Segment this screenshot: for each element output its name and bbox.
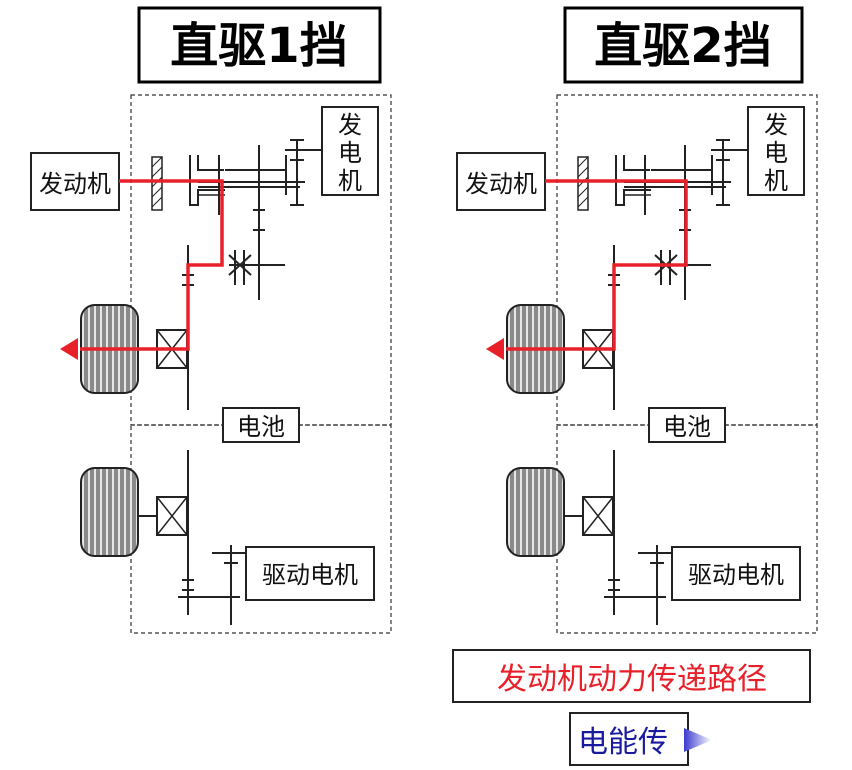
upper-housing (130, 94, 392, 426)
rear-tire (80, 467, 139, 557)
battery-label: 电池 (663, 413, 711, 441)
clutch (189, 155, 225, 206)
engine-power-path (80, 179, 224, 351)
generator-label-2: 电 (764, 139, 788, 167)
panel-title-box (563, 6, 804, 84)
generator-box (747, 106, 805, 196)
battery-label: 电池 (237, 413, 285, 441)
engine-box (456, 152, 546, 211)
generator-label-2: 电 (338, 139, 362, 167)
legend-electric-path: 电能传 (578, 725, 668, 760)
output-arrow (60, 338, 78, 360)
engine-box (30, 152, 120, 211)
generator-label-1: 发 (338, 111, 362, 139)
legend-engine-path-box (452, 649, 811, 703)
engine-label: 发动机 (465, 170, 537, 198)
rear-gear-shafts (604, 450, 672, 625)
damper (151, 156, 163, 211)
drive-motor-label: 驱动电机 (262, 561, 358, 589)
panel-gear-1: 直驱1挡 发动机 发 电 机 (30, 6, 392, 634)
engine-power-path (506, 179, 688, 351)
legend: 发动机动力传递路径 电能传 (452, 649, 811, 766)
generator-label-1: 发 (764, 111, 788, 139)
drive-motor-label: 驱动电机 (688, 561, 784, 589)
panel-title: 直驱1挡 (170, 18, 347, 74)
drive-motor-box (671, 546, 801, 601)
rear-tire (506, 467, 565, 557)
generator-label-3: 机 (764, 167, 788, 195)
battery-box (222, 407, 300, 443)
panel-title-box (137, 6, 382, 84)
panel-title: 直驱2挡 (594, 18, 771, 74)
rear-gear-shafts (178, 450, 246, 625)
panel-gear-2: 直驱2挡 发动机 发 电 机 (456, 6, 818, 634)
output-arrow (486, 338, 504, 360)
synchronizer (228, 254, 252, 276)
battery-box (648, 407, 726, 443)
drive-motor-box (245, 546, 375, 601)
generator-label-3: 机 (338, 167, 362, 195)
legend-engine-path: 发动机动力传递路径 (497, 662, 767, 697)
clutch (615, 155, 651, 206)
arrow-icon (684, 728, 712, 752)
upper-housing (556, 94, 818, 426)
damper (577, 156, 589, 211)
legend-electric-path-box (569, 712, 689, 766)
engine-label: 发动机 (39, 170, 111, 198)
